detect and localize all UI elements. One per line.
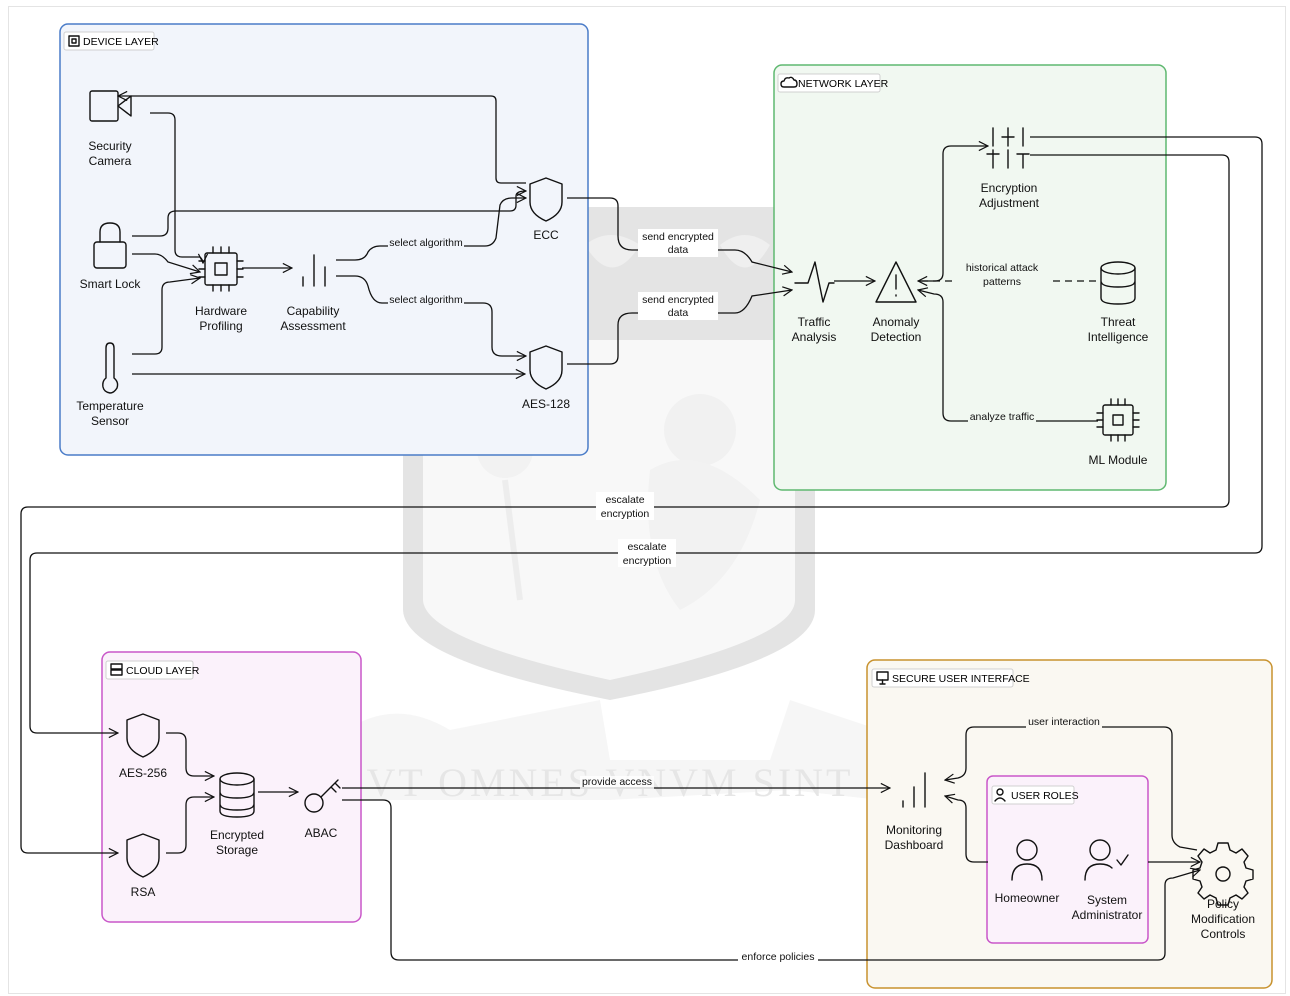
node-anomaly-detection-line1: Anomaly bbox=[873, 315, 920, 329]
node-security-camera-line1: Security bbox=[88, 139, 131, 153]
label-send-encrypted-2-line1: send encrypted bbox=[642, 294, 714, 306]
network-layer-tag: NETWORK LAYER bbox=[778, 74, 889, 92]
node-encrypted-storage-line2: Storage bbox=[216, 843, 258, 857]
cloud-layer-title: CLOUD LAYER bbox=[126, 665, 200, 677]
node-policy-controls-line1: Policy bbox=[1207, 897, 1239, 911]
node-traffic-analysis-line1: Traffic bbox=[798, 315, 831, 329]
node-threat-intelligence-line1: Threat bbox=[1101, 315, 1136, 329]
node-capability-assessment-line1: Capability bbox=[287, 304, 340, 318]
label-escalate-2-line2: encryption bbox=[623, 555, 672, 567]
device-layer-container bbox=[60, 24, 588, 455]
label-provide-access: provide access bbox=[582, 776, 652, 788]
label-escalate-1-line2: encryption bbox=[601, 508, 650, 520]
node-capability-assessment-line2: Assessment bbox=[280, 319, 346, 333]
label-send-encrypted-2-line2: data bbox=[668, 307, 689, 319]
node-monitoring-dashboard-line1: Monitoring bbox=[886, 823, 942, 837]
label-send-encrypted-1-line1: send encrypted bbox=[642, 231, 714, 243]
user-roles-title: USER ROLES bbox=[1011, 790, 1079, 802]
node-system-administrator-line2: Administrator bbox=[1072, 908, 1143, 922]
node-aes256: AES-256 bbox=[119, 766, 167, 780]
cloud-layer-tag: CLOUD LAYER bbox=[106, 661, 200, 679]
device-layer-tag: DEVICE LAYER bbox=[64, 32, 159, 50]
label-enforce-policies: enforce policies bbox=[742, 951, 815, 963]
label-historical-attack-line1: historical attack bbox=[966, 262, 1039, 274]
user-roles-tag: USER ROLES bbox=[992, 786, 1079, 804]
secure-ui-tag: SECURE USER INTERFACE bbox=[872, 669, 1030, 687]
label-analyze-traffic: analyze traffic bbox=[970, 411, 1035, 423]
node-policy-controls-line3: Controls bbox=[1201, 927, 1246, 941]
node-security-camera-line2: Camera bbox=[89, 154, 132, 168]
node-hardware-profiling-line1: Hardware bbox=[195, 304, 247, 318]
node-traffic-analysis-line2: Analysis bbox=[792, 330, 837, 344]
node-system-administrator-line1: System bbox=[1087, 893, 1127, 907]
node-encryption-adjustment-line1: Encryption bbox=[981, 181, 1038, 195]
node-ecc: ECC bbox=[533, 228, 559, 242]
label-user-interaction: user interaction bbox=[1028, 716, 1100, 728]
node-encrypted-storage-line1: Encrypted bbox=[210, 828, 264, 842]
label-escalate-1-line1: escalate bbox=[605, 494, 644, 506]
node-hardware-profiling-line2: Profiling bbox=[199, 319, 242, 333]
label-select-algorithm-aes: select algorithm bbox=[389, 294, 463, 306]
node-temperature-sensor-line1: Temperature bbox=[76, 399, 144, 413]
node-abac: ABAC bbox=[305, 826, 338, 840]
label-send-encrypted-1-line2: data bbox=[668, 244, 689, 256]
secure-ui-title: SECURE USER INTERFACE bbox=[892, 673, 1030, 685]
node-monitoring-dashboard-line2: Dashboard bbox=[885, 838, 944, 852]
node-rsa: RSA bbox=[131, 885, 156, 899]
label-escalate-2-line1: escalate bbox=[627, 541, 666, 553]
node-anomaly-detection-line2: Detection bbox=[871, 330, 922, 344]
node-policy-controls-line2: Modification bbox=[1191, 912, 1255, 926]
node-smart-lock: Smart Lock bbox=[80, 277, 142, 291]
network-layer-title: NETWORK LAYER bbox=[798, 78, 889, 90]
label-select-algorithm-ecc: select algorithm bbox=[389, 237, 463, 249]
node-threat-intelligence-line2: Intelligence bbox=[1088, 330, 1149, 344]
node-encryption-adjustment-line2: Adjustment bbox=[979, 196, 1040, 210]
node-ml-module: ML Module bbox=[1089, 453, 1148, 467]
cloud-layer-container bbox=[102, 652, 361, 922]
label-historical-attack-line2: patterns bbox=[983, 276, 1021, 288]
node-homeowner: Homeowner bbox=[995, 891, 1060, 905]
device-layer-title: DEVICE LAYER bbox=[83, 36, 159, 48]
node-temperature-sensor-line2: Sensor bbox=[91, 414, 129, 428]
node-aes128: AES-128 bbox=[522, 397, 570, 411]
